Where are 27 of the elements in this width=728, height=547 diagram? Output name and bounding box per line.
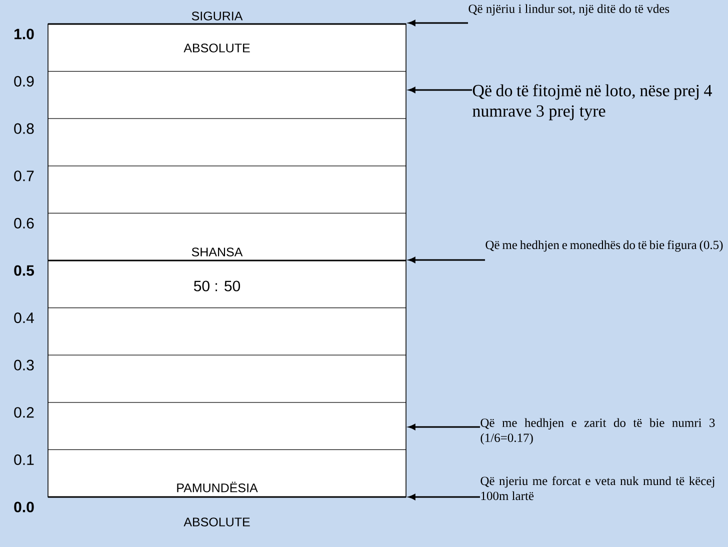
arrow	[408, 424, 480, 430]
scale-label: PAMUNDËSIA	[177, 482, 258, 492]
tick-label: 0.9	[14, 76, 34, 87]
tick-label: 0.0	[14, 502, 34, 512]
scale-label: ABSOLUTE	[184, 44, 250, 52]
scale-box	[48, 23, 406, 498]
scale-label: SHANSA	[192, 248, 243, 256]
tick-label: 0.3	[14, 360, 34, 370]
tick-label: 0.7	[14, 170, 34, 182]
annotation-text: Që me hedhjen e monedhës do të bie figura (0.5)	[486, 240, 723, 252]
tick-label: 0.5	[14, 265, 34, 276]
tick-label: 0.6	[14, 218, 34, 228]
arrow	[408, 87, 472, 93]
tick-label: 0.2	[14, 407, 34, 418]
scale-label: 50 : 50	[194, 280, 240, 292]
annotation-text: Që njeriu me forcat e veta nuk mund të këcej 100m lartë	[480, 476, 714, 500]
annotation-text: Që njëriu i lindur sot, një ditë do të vdes	[468, 4, 670, 16]
arrow	[408, 494, 480, 500]
annotation-text: Që me hedhjen e zarit do të bie numri 3 (1/6=0.17)	[480, 418, 715, 445]
arrow	[408, 20, 468, 26]
arrow	[408, 257, 485, 263]
annotation-text: Që do të fitojmë në loto, nëse prej 4 numrave 3 prej tyre	[472, 84, 712, 120]
tick-label: 0.4	[14, 312, 34, 324]
tick-label: 0.1	[14, 454, 34, 465]
scale-label: ABSOLUTE	[184, 518, 250, 526]
tick-label: 1.0	[14, 28, 34, 40]
tick-label: 0.8	[14, 123, 34, 134]
